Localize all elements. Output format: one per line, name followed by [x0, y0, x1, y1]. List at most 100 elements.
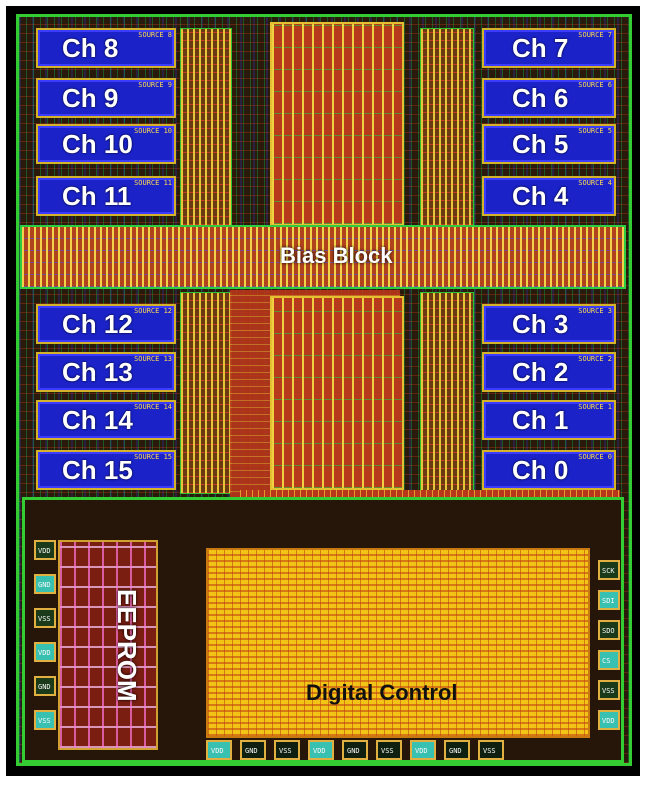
- channel-block-right-5: Ch 2 SOURCE 2: [482, 352, 616, 392]
- channel-label: Ch 7: [512, 33, 569, 63]
- channel-label: Ch 6: [512, 83, 569, 113]
- pad-label: GND: [38, 683, 51, 691]
- channel-source-tag: SOURCE 11: [134, 179, 172, 187]
- channel-source-tag: SOURCE 12: [134, 307, 172, 315]
- channel-source-tag: SOURCE 14: [134, 403, 172, 411]
- pad-label: GND: [347, 747, 360, 755]
- channel-label: Ch 3: [512, 309, 569, 339]
- left-stripe-column-lower: [180, 292, 232, 494]
- channel-source-tag: SOURCE 5: [578, 127, 612, 135]
- bottom-io-pad: VSS: [376, 740, 402, 760]
- pad-label: CS: [602, 657, 611, 665]
- channel-block-right-1: Ch 6 SOURCE 6: [482, 78, 616, 118]
- channel-block-right-6: Ch 1 SOURCE 1: [482, 400, 616, 440]
- channel-source-tag: SOURCE 2: [578, 355, 612, 363]
- bottom-io-pad: VDD: [308, 740, 334, 760]
- channel-source-tag: SOURCE 3: [578, 307, 612, 315]
- left-io-pad: VDD: [34, 540, 56, 560]
- channel-label: Ch 11: [62, 181, 132, 211]
- channel-label: Ch 2: [512, 357, 569, 387]
- bias-block: [20, 225, 626, 289]
- channel-source-tag: SOURCE 10: [134, 127, 172, 135]
- channel-source-tag: SOURCE 0: [578, 453, 612, 461]
- bottom-io-pad: VDD: [410, 740, 436, 760]
- channel-block-right-7: Ch 0 SOURCE 0: [482, 450, 616, 490]
- right-io-pad: SCK: [598, 560, 620, 580]
- bottom-io-pad: GND: [240, 740, 266, 760]
- pad-label: GND: [245, 747, 258, 755]
- channel-label: Ch 12: [62, 309, 133, 339]
- channel-label: Ch 9: [62, 83, 119, 113]
- left-io-pad: GND: [34, 574, 56, 594]
- bottom-io-pad: VSS: [274, 740, 300, 760]
- channel-block-right-3: Ch 4 SOURCE 4: [482, 176, 616, 216]
- bottom-io-pad: GND: [444, 740, 470, 760]
- pad-label: VDD: [602, 717, 615, 725]
- eeprom-block: [58, 540, 158, 750]
- channel-block-right-2: Ch 5 SOURCE 5: [482, 124, 616, 164]
- pad-label: VSS: [381, 747, 394, 755]
- channel-label: Ch 13: [62, 357, 133, 387]
- left-io-pad: VSS: [34, 608, 56, 628]
- bias-block-label: Bias Block: [280, 243, 393, 268]
- channel-block-left-0: Ch 8 SOURCE 8: [36, 28, 176, 68]
- pad-label: GND: [449, 747, 462, 755]
- channel-label: Ch 14: [62, 405, 133, 435]
- right-io-pad: SDO: [598, 620, 620, 640]
- right-io-pad: CS: [598, 650, 620, 670]
- channel-label: Ch 1: [512, 405, 569, 435]
- pad-label: VSS: [483, 747, 496, 755]
- left-io-pad: VSS: [34, 710, 56, 730]
- pad-label: VDD: [38, 547, 51, 555]
- channel-source-tag: SOURCE 4: [578, 179, 612, 187]
- eeprom-label: EEPROM: [112, 588, 142, 702]
- left-io-pad: GND: [34, 676, 56, 696]
- channel-block-right-0: Ch 7 SOURCE 7: [482, 28, 616, 68]
- center-analog-column-upper: [270, 22, 404, 226]
- right-stripe-column-lower: [420, 292, 474, 494]
- pad-label: SDO: [602, 627, 615, 635]
- pad-label: VDD: [313, 747, 326, 755]
- pad-label: VSS: [38, 717, 51, 725]
- channel-label: Ch 5: [512, 129, 569, 159]
- channel-label: Ch 4: [512, 181, 569, 211]
- channel-label: Ch 0: [512, 455, 569, 485]
- left-io-pad: VDD: [34, 642, 56, 662]
- right-io-pad: VDD: [598, 710, 620, 730]
- pad-label: VDD: [38, 649, 51, 657]
- pad-label: SDI: [602, 597, 615, 605]
- pad-label: VDD: [415, 747, 428, 755]
- pad-label: VSS: [602, 687, 615, 695]
- channel-source-tag: SOURCE 6: [578, 81, 612, 89]
- pad-label: VSS: [38, 615, 51, 623]
- bottom-io-pad: VDD: [206, 740, 232, 760]
- digital-control-label: Digital Control: [306, 680, 458, 705]
- right-io-pad: SDI: [598, 590, 620, 610]
- pad-label: SCK: [602, 567, 615, 575]
- bottom-io-pad: VSS: [478, 740, 504, 760]
- channel-label: Ch 10: [62, 129, 133, 159]
- pad-label: VDD: [211, 747, 224, 755]
- channel-source-tag: SOURCE 9: [138, 81, 172, 89]
- channel-label: Ch 8: [62, 33, 119, 63]
- digital-control-block: [206, 548, 590, 738]
- channel-block-right-4: Ch 3 SOURCE 3: [482, 304, 616, 344]
- pad-label: GND: [38, 581, 51, 589]
- bottom-io-pad: GND: [342, 740, 368, 760]
- channel-source-tag: SOURCE 7: [578, 31, 612, 39]
- right-stripe-column-upper: [420, 28, 474, 226]
- right-io-pad: VSS: [598, 680, 620, 700]
- channel-source-tag: SOURCE 13: [134, 355, 172, 363]
- left-stripe-column-upper: [180, 28, 232, 226]
- channel-source-tag: SOURCE 8: [138, 31, 172, 39]
- channel-block-left-1: Ch 9 SOURCE 9: [36, 78, 176, 118]
- channel-source-tag: SOURCE 1: [578, 403, 612, 411]
- channel-source-tag: SOURCE 15: [134, 453, 172, 461]
- pad-label: VSS: [279, 747, 292, 755]
